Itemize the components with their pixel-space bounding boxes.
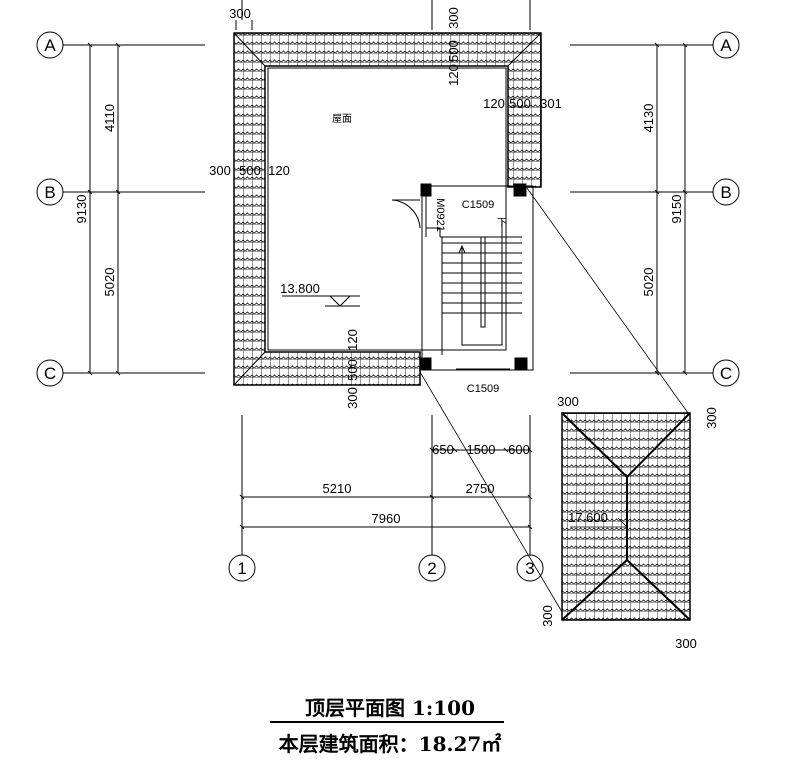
dim-eave-bottom-1: 120 [345,329,360,351]
door-label: M0921 [434,198,446,232]
dim-eave-bottom-3: 300 [345,387,360,409]
axis-label-a-right: A [720,36,732,55]
dim-left-bc: 5020 [102,268,117,297]
title-underline [270,721,504,723]
dim-5210: 5210 [323,481,352,496]
dim-small-roof-bottom: 300 [675,636,697,651]
dim-eave-bottom-2: 500 [345,359,360,381]
axis-bubbles [36,31,740,582]
dim-eave-top-3: 120 [446,64,461,86]
dim-eave-top-left: 300 [229,6,251,21]
axis-lines [63,0,713,555]
dim-eave-left-1: 300 [209,163,231,178]
window-label-top: C1509 [462,199,494,211]
stair-treads [442,242,522,314]
stairwell [391,183,534,371]
dim-600: 600 [508,442,530,457]
dim-eave-top-2: 500 [446,40,461,62]
window-label-bottom: C1509 [467,383,499,395]
dim-left-ab: 4110 [102,104,117,132]
elevation-label: 13.800 [280,281,320,296]
dim-small-roof-right: 300 [704,407,719,429]
axis-label-b: B [44,183,55,202]
axis-label-b-right: B [720,183,731,202]
dim-2750: 2750 [466,481,495,496]
dim-left-total: 9130 [74,195,89,224]
floor-area-label: 本层建筑面积：18.27㎡ [278,732,502,756]
dim-small-roof-left: 300 [540,605,555,627]
axis-label-3: 3 [525,559,534,578]
axis-label-1: 1 [237,559,246,578]
axis-label-a: A [44,36,56,55]
dim-7960: 7960 [372,511,401,526]
dim-eave-top-1: 300 [446,7,461,29]
axis-label-2: 2 [427,559,436,578]
roof-area [267,67,507,351]
room-label: 屋面 [332,113,352,125]
drawing-title: 顶层平面图 1:100 [304,696,475,720]
dim-eave-left-2: 500 [239,163,261,178]
roof-eave-tiles [233,32,542,386]
dim-right-bc: 5020 [641,268,656,297]
small-roof-elevation: 17.600 [568,510,608,525]
axis-label-c-right: C [720,364,732,383]
dim-eave-right-1: 120 [483,96,505,111]
dim-right-total: 9150 [669,195,684,224]
dim-eave-right-2: 500 [509,96,531,111]
dim-650: 650 [432,442,454,457]
small-hip-roof [561,412,691,621]
dim-1500: 1500 [467,442,496,457]
axis-label-c: C [44,364,56,383]
dim-eave-left-3: 120 [268,163,290,178]
dim-small-roof-top: 300 [557,394,579,409]
dim-right-ab: 4130 [641,104,656,133]
dim-eave-right-3: 301 [540,96,562,111]
stair-down-label: 下 [497,218,507,229]
